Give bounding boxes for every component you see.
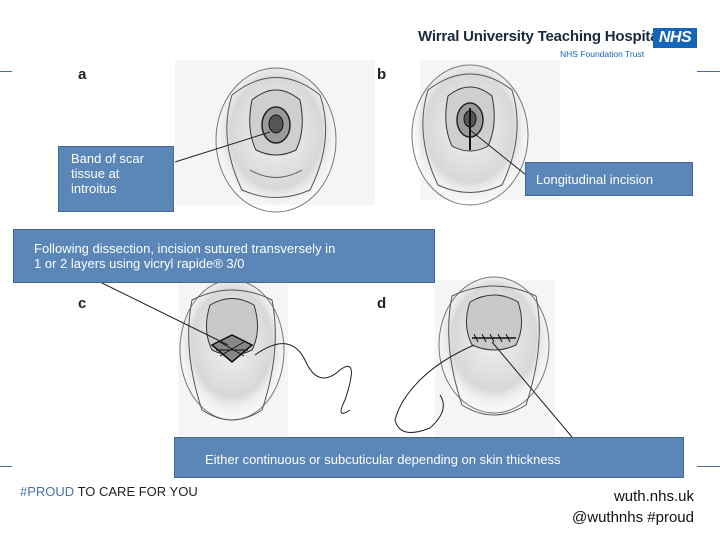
trust-name: NHS Foundation Trust xyxy=(560,49,645,59)
panel-letter-c: c xyxy=(78,295,87,312)
footer-contact: wuth.nhs.uk @wuthnhs #proud xyxy=(572,486,694,528)
footer-website[interactable]: wuth.nhs.uk xyxy=(613,488,694,505)
callout-scar-band-line-1: Band of scar xyxy=(71,151,144,166)
callout-longitudinal: Longitudinal incision xyxy=(525,162,693,196)
leader-scar-band xyxy=(174,131,271,163)
drawing-a xyxy=(175,60,375,213)
leader-suture xyxy=(99,281,229,346)
nhs-logo: NHS xyxy=(653,28,697,48)
panel-letter-b: b xyxy=(377,66,387,83)
callout-scar-band: Band of scar tissue at introitus xyxy=(58,146,174,212)
callout-suture: Following dissection, incision sutured t… xyxy=(13,229,435,283)
callout-scar-band-line-2: tissue at xyxy=(71,166,120,181)
hospital-name: Wirral University Teaching Hospital xyxy=(418,28,663,45)
footer-tagline: #PROUD TO CARE FOR YOU xyxy=(20,484,198,499)
footer-rule-right xyxy=(697,466,720,467)
callout-scar-band-line-3: introitus xyxy=(71,181,117,196)
leader-longitudinal xyxy=(469,129,527,176)
header-rule-left xyxy=(0,71,12,72)
header-rule-right xyxy=(697,71,720,72)
panel-letter-a: a xyxy=(78,66,87,83)
footer-rule-left xyxy=(0,466,12,467)
drawing-c xyxy=(178,279,352,452)
callout-closure: Either continuous or subcuticular depend… xyxy=(174,437,684,478)
drawing-d xyxy=(394,276,555,440)
callout-suture-line-2: 1 or 2 layers using vicryl rapide® 3/0 xyxy=(34,256,245,271)
footer-social[interactable]: @wuthnhs #proud xyxy=(572,509,694,526)
callout-longitudinal-text: Longitudinal incision xyxy=(536,172,654,187)
callout-suture-line-1: Following dissection, incision sutured t… xyxy=(34,241,336,256)
callout-closure-text: Either continuous or subcuticular depend… xyxy=(205,452,561,467)
footer-tagline-text: TO CARE FOR YOU xyxy=(74,484,198,499)
leader-closure xyxy=(491,341,573,438)
panel-letter-d: d xyxy=(377,295,387,312)
footer-hashtag: #PROUD xyxy=(20,484,75,499)
